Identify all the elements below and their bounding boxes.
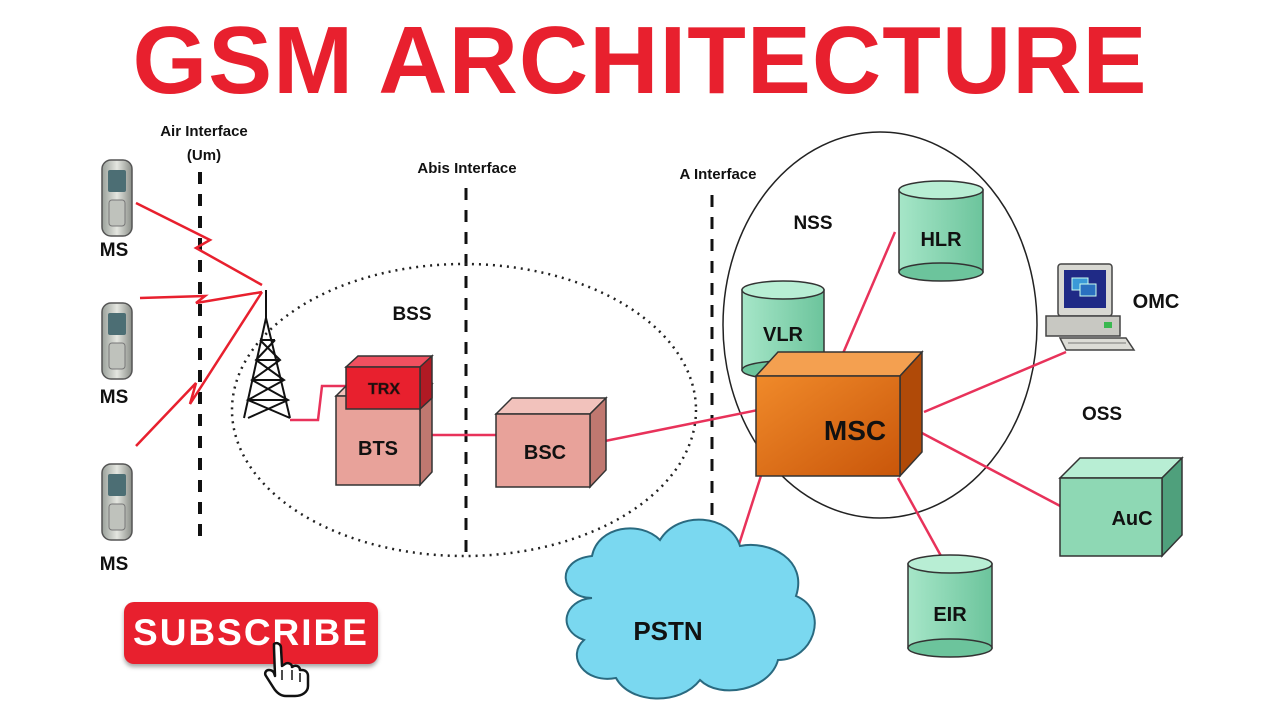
- page-title: GSM ARCHITECTURE: [132, 7, 1148, 114]
- subscribe-button[interactable]: SUBSCRIBE: [124, 602, 378, 664]
- bss-label: BSS: [392, 304, 431, 325]
- eir-label: EIR: [933, 604, 967, 626]
- nss-boundary: [722, 131, 1038, 519]
- ms-label: MS: [100, 387, 129, 408]
- pointer-hand-icon: [263, 641, 310, 698]
- radio-links: [135, 201, 264, 447]
- auc-box: [1058, 456, 1184, 558]
- bsc-label: BSC: [524, 442, 566, 464]
- bss-boundary: [230, 262, 698, 558]
- ms-label: MS: [100, 240, 129, 261]
- trx-label: TRX: [368, 381, 400, 398]
- msc-label: MSC: [824, 415, 886, 446]
- pstn-cloud-icon: [564, 518, 816, 700]
- oss-label: OSS: [1082, 404, 1122, 425]
- msc-box: [754, 350, 924, 478]
- bts-label: BTS: [358, 438, 398, 460]
- hlr-label: HLR: [920, 229, 962, 251]
- auc-label: AuC: [1111, 508, 1152, 530]
- nss-label: NSS: [793, 213, 832, 234]
- ms-phone-icon: [101, 302, 133, 380]
- antenna-tower-icon: [243, 290, 291, 419]
- abis-interface-label: Abis Interface: [417, 160, 516, 177]
- ms-phone-icon: [101, 463, 133, 541]
- vlr-label: VLR: [763, 324, 804, 346]
- omc-label: OMC: [1133, 291, 1180, 313]
- eir-database-icon: [907, 554, 993, 658]
- air-interface-label: Air Interface: [160, 123, 248, 140]
- ms-label: MS: [100, 554, 129, 575]
- subscribe-label: SUBSCRIBE: [133, 612, 369, 653]
- trx-box: [344, 354, 434, 411]
- air-interface-um-label: (Um): [187, 147, 221, 164]
- hlr-database-icon: [898, 180, 984, 282]
- pstn-label: PSTN: [633, 616, 702, 646]
- a-interface-label: A Interface: [680, 166, 757, 183]
- bsc-box: [494, 396, 608, 489]
- ms-phone-icon: [101, 159, 133, 237]
- omc-computer-icon: [1045, 263, 1136, 351]
